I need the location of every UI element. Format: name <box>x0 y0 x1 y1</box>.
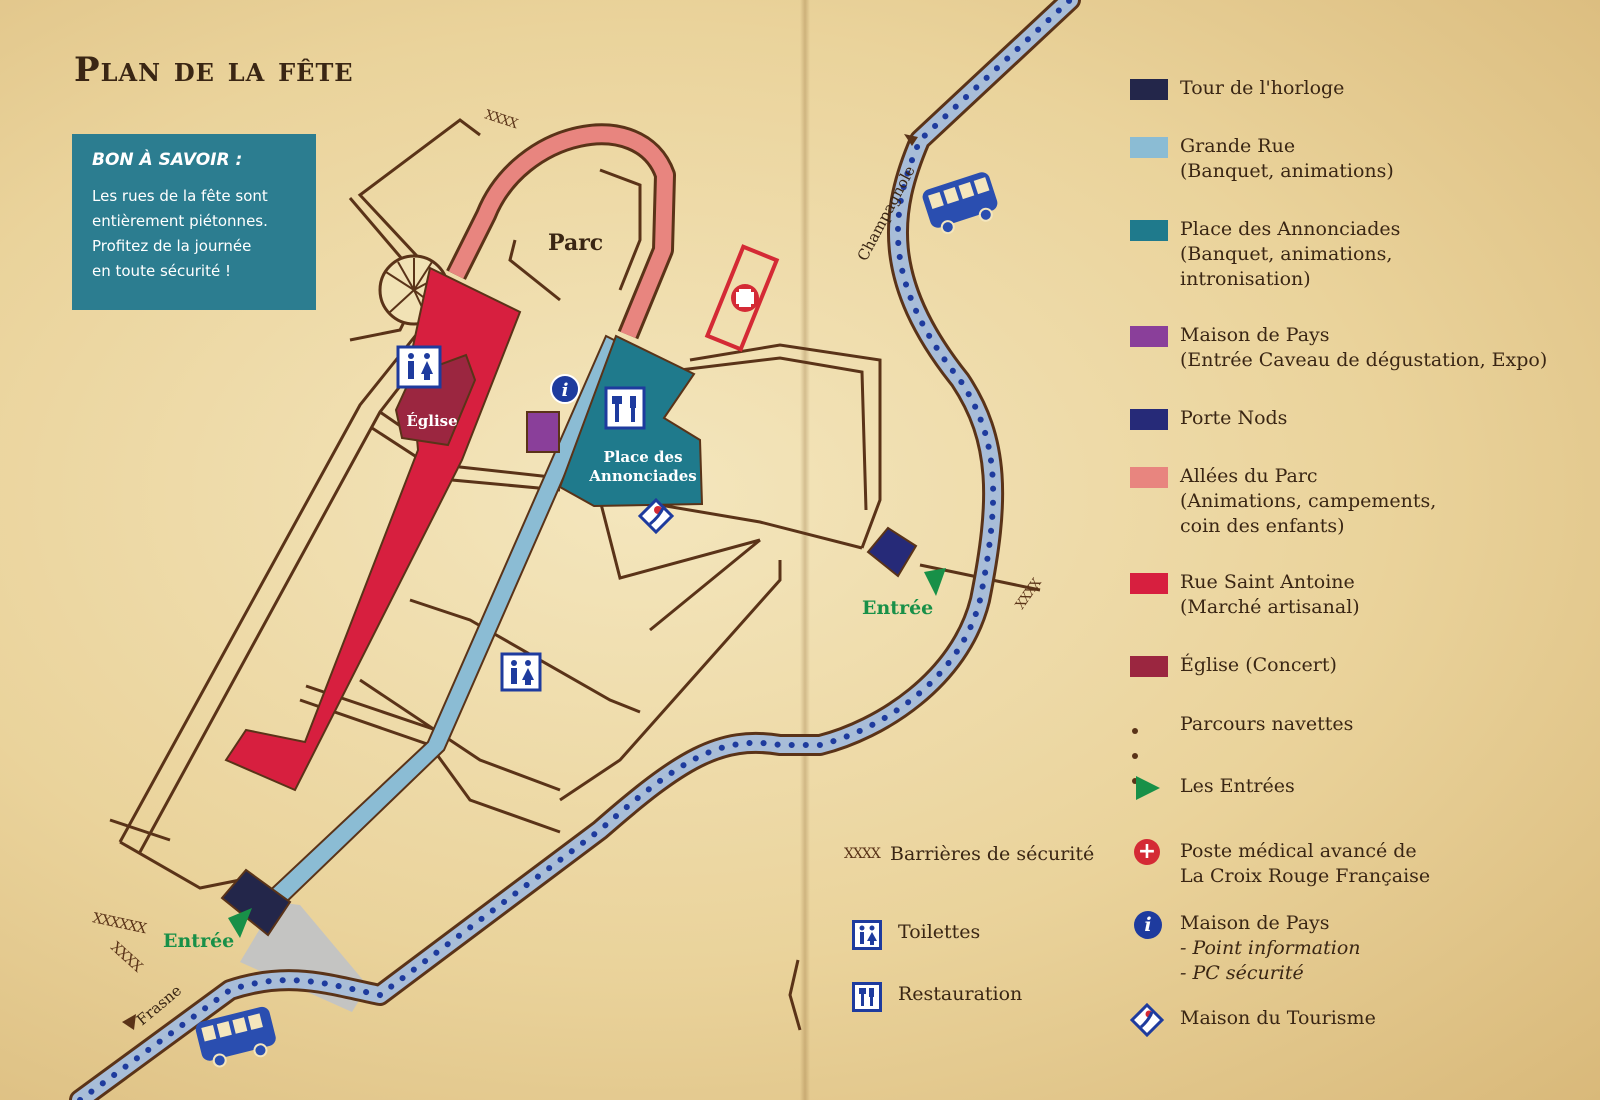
legend-label: Porte Nods <box>1180 407 1288 429</box>
legend-sub: intronisation) <box>1180 268 1311 290</box>
barrier-mark: XXXX <box>107 939 145 976</box>
info-icon: i <box>550 374 580 404</box>
barrier-mark: XXXXXX <box>91 910 148 937</box>
legend-label: Allées du Parc <box>1180 465 1318 487</box>
place-label-line1: Place des <box>603 448 682 466</box>
toilets-icon <box>500 652 542 692</box>
legend-swatch <box>1130 656 1168 677</box>
legend-label: Restauration <box>898 983 1023 1005</box>
entree-right-label: Entrée <box>862 597 933 619</box>
info-icon: i <box>1134 911 1162 939</box>
barrier-icon: XXXX <box>844 846 881 862</box>
legend-item-barrieres: XXXX Barrières de sécurité <box>844 842 1104 868</box>
legend-swatch <box>1130 467 1168 488</box>
svg-text:i: i <box>562 380 569 401</box>
place-label-line2: Annonciades <box>588 467 696 485</box>
info-line: en toute sécurité ! <box>92 262 231 280</box>
legend-sub: (Entrée Caveau de dégustation, Expo) <box>1180 349 1548 371</box>
legend-label: Rue Saint Antoine <box>1180 571 1355 593</box>
bus-icon <box>922 172 998 235</box>
legend-label: Toilettes <box>898 921 981 943</box>
legend-swatch <box>1130 409 1168 430</box>
legend-label: Tour de l'horloge <box>1180 77 1345 99</box>
legend-swatch <box>1130 137 1168 158</box>
restaurant-icon <box>604 386 646 430</box>
legend-label: Maison du Tourisme <box>1180 1007 1376 1029</box>
legend-label: Place des Annonciades <box>1180 218 1401 240</box>
legend-sub: (Marché artisanal) <box>1180 596 1360 618</box>
legend-label: Maison de Pays <box>1180 324 1330 346</box>
eglise-label: Église <box>406 412 457 430</box>
legend-label: La Croix Rouge Française <box>1180 865 1431 887</box>
legend-swatch <box>1130 79 1168 100</box>
page-fold <box>800 0 810 1100</box>
frasne-arrow-icon <box>122 1014 136 1030</box>
medical-post <box>704 244 780 352</box>
legend-swatch <box>1130 573 1168 594</box>
legend-sub: - Point information <box>1180 937 1361 959</box>
legend-sub: (Banquet, animations, <box>1180 243 1393 265</box>
tourism-icon <box>1130 1003 1164 1037</box>
legend-item-toilettes: Toilettes <box>852 920 1052 950</box>
info-line: Profitez de la journée <box>92 237 252 255</box>
page-title: Plan de la fête <box>74 50 354 90</box>
legend-sub: (Banquet, animations) <box>1180 160 1394 182</box>
legend-label: Les Entrées <box>1180 775 1295 797</box>
tour-de-l-horloge <box>220 868 292 937</box>
legend-label: Église (Concert) <box>1180 654 1337 676</box>
legend-sub: coin des enfants) <box>1180 515 1345 537</box>
barrier-mark: XXXX <box>483 108 521 133</box>
info-box-heading: BON À SAVOIR : <box>92 150 243 170</box>
tourism-icon <box>637 497 675 535</box>
entrance-arrow-icon <box>1136 776 1160 800</box>
entree-left-label: Entrée <box>163 930 234 952</box>
barrier-mark: XXXX <box>1013 575 1045 612</box>
toilets-icon <box>396 345 442 389</box>
legend-label: Poste médical avancé de <box>1180 840 1417 862</box>
first-aid-icon: + <box>1134 839 1160 865</box>
info-box: BON À SAVOIR : Les rues de la fête sont … <box>72 134 316 310</box>
legend-label: Grande Rue <box>1180 135 1296 157</box>
rue-saint-antoine <box>224 266 522 792</box>
legend-item-restauration: Restauration <box>852 982 1052 1012</box>
legend-sub: - PC sécurité <box>1180 962 1304 984</box>
bus-icon <box>195 1006 276 1068</box>
champagnole-arrow-icon <box>904 134 918 146</box>
toilets-icon <box>852 920 882 950</box>
legend-swatch <box>1130 220 1168 241</box>
entrance-arrow-icon <box>924 568 946 596</box>
shuttle-route <box>77 0 1073 1100</box>
restaurant-icon <box>852 982 882 1012</box>
allees-du-parc <box>448 126 673 339</box>
legend-label: Parcours navettes <box>1180 713 1354 735</box>
legend-label: Barrières de sécurité <box>890 843 1095 865</box>
legend-swatch <box>1130 326 1168 347</box>
legend-sub: (Animations, campements, <box>1180 490 1437 512</box>
entrance-arrow-icon <box>228 908 252 938</box>
porte-nods <box>866 526 918 578</box>
info-line: Les rues de la fête sont <box>92 187 268 205</box>
maison-de-pays <box>526 411 560 453</box>
shuttle-dots-icon <box>1132 722 1145 797</box>
info-box-body: Les rues de la fête sont entièrement pié… <box>92 184 296 284</box>
info-line: entièrement piétonnes. <box>92 212 268 230</box>
parc-label: Parc <box>548 230 603 256</box>
legend-label: Maison de Pays <box>1180 912 1330 934</box>
